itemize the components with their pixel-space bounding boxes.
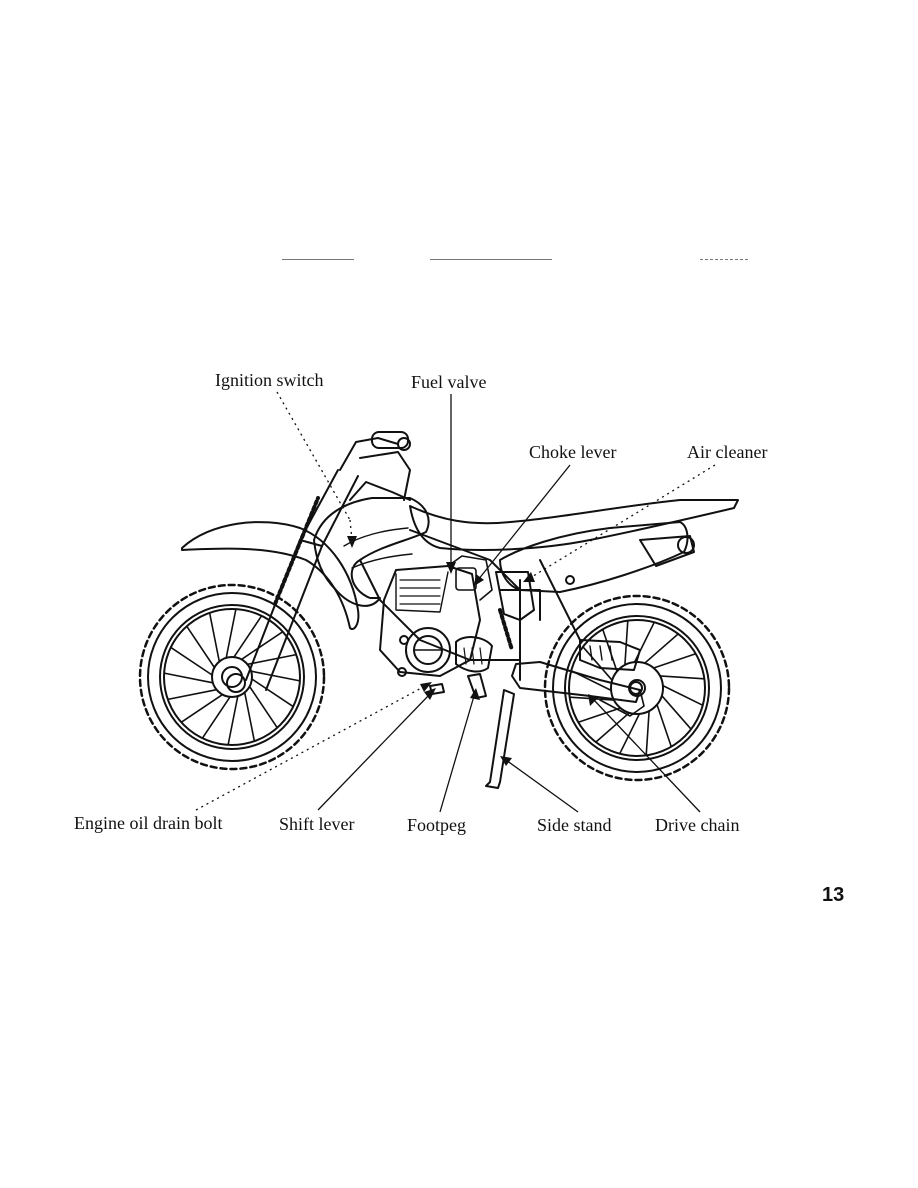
front-fender	[181, 521, 360, 630]
seat	[409, 499, 739, 551]
wheel-spoke	[601, 628, 618, 673]
wheel-spoke	[201, 696, 231, 740]
callout-side-stand: Side stand	[537, 815, 612, 835]
wheel-spoke	[163, 672, 214, 684]
wheel-spoke	[243, 691, 256, 743]
air-box	[495, 571, 535, 621]
side-stand-graphic	[485, 689, 515, 789]
front-wheel	[138, 583, 326, 771]
header-rule	[430, 259, 552, 260]
wheel-spoke	[227, 695, 239, 746]
callout-leaders	[195, 391, 716, 813]
wheel-spoke	[240, 630, 284, 661]
callout-drive-chain: Drive chain	[655, 815, 740, 835]
wheel-spoke	[170, 646, 213, 676]
front-fork	[226, 469, 359, 693]
wheel-spoke	[246, 653, 298, 666]
wheel-spoke	[582, 645, 614, 682]
wheel-spoke	[624, 619, 629, 666]
muffler	[639, 535, 695, 567]
wheel-spoke	[577, 707, 622, 724]
callout-shift-lever: Shift lever	[279, 814, 355, 834]
callout-footpeg: Footpeg	[407, 815, 467, 835]
wheel-spoke	[185, 625, 216, 669]
handlebar	[339, 431, 411, 501]
callout-arrowheads	[347, 536, 598, 766]
callout-fuel-valve: Fuel valve	[411, 372, 487, 392]
wheel-spoke	[208, 611, 221, 663]
callout-ignition-switch: Ignition switch	[215, 370, 324, 390]
wheel-spoke	[660, 694, 692, 731]
wheel-spoke	[659, 675, 706, 680]
wheel-spoke	[248, 685, 279, 729]
wheel-spoke	[180, 693, 224, 724]
page-number: 13	[822, 884, 845, 906]
wheel-spoke	[594, 711, 631, 743]
wheel-spoke	[645, 710, 650, 757]
wheel-spoke	[251, 678, 295, 708]
wheel-spoke	[662, 684, 704, 707]
wheel-spoke	[652, 652, 697, 669]
swingarm	[498, 608, 645, 717]
header-rule	[282, 259, 354, 260]
header-rule	[700, 259, 748, 260]
wheel-spoke	[233, 614, 263, 658]
engine	[379, 555, 493, 677]
callout-engine-oil-drain-bolt: Engine oil drain bolt	[74, 813, 223, 833]
wheel-spoke	[656, 703, 673, 748]
wheel-spoke	[618, 713, 641, 755]
wheel-spoke	[225, 608, 237, 659]
wheel-spoke	[250, 670, 301, 682]
wheel-spoke	[167, 688, 218, 701]
callout-choke-lever: Choke lever	[529, 442, 617, 462]
callout-air-cleaner: Air cleaner	[687, 442, 768, 462]
wheel-spoke	[643, 633, 680, 665]
